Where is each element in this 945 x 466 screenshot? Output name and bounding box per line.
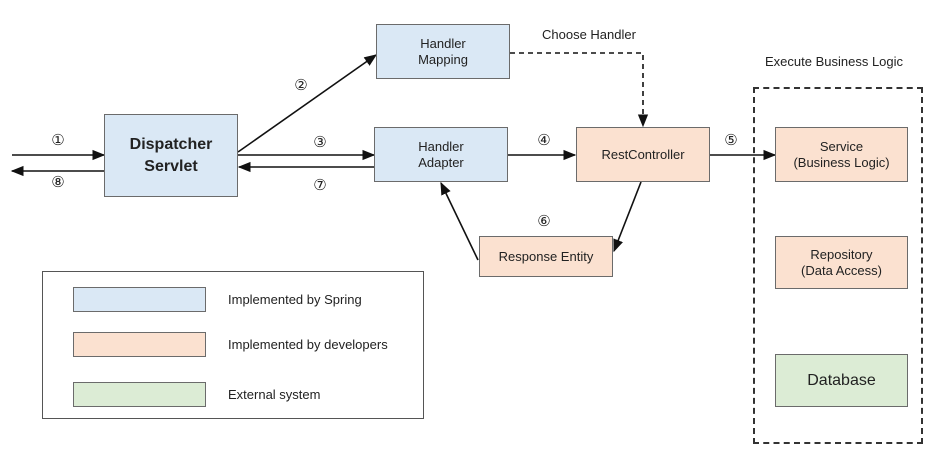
arrow-controller-to-response — [613, 181, 642, 253]
step-number-6: ⑥ — [537, 213, 551, 230]
arrow-step-6 — [440, 181, 479, 261]
arrow-choose-handler — [510, 52, 649, 128]
step-number-8: ⑧ — [51, 174, 65, 191]
legend-label-spring: Implemented by Spring — [228, 292, 362, 307]
service-node: Service (Business Logic) — [775, 127, 908, 182]
arrow-step-2 — [237, 54, 378, 153]
legend-swatch-developers — [73, 332, 206, 357]
step-number-3: ③ — [313, 134, 327, 151]
step-number-7: ⑦ — [313, 177, 327, 194]
step-number-2: ② — [294, 77, 308, 94]
repository-node: Repository (Data Access) — [775, 236, 908, 289]
rest-controller-node: RestController — [576, 127, 710, 182]
business-logic-container — [753, 87, 923, 444]
legend-swatch-external — [73, 382, 206, 407]
dispatcher-servlet-node: Dispatcher Servlet — [104, 114, 238, 197]
step-number-1: ① — [51, 132, 65, 149]
legend-swatch-spring — [73, 287, 206, 312]
handler-adapter-node: Handler Adapter — [374, 127, 508, 182]
choose-handler-label: Choose Handler — [542, 27, 636, 42]
handler-mapping-node: Handler Mapping — [376, 24, 510, 79]
legend-label-external: External system — [228, 387, 321, 402]
step-number-5: ⑤ — [724, 132, 738, 149]
step-number-4: ④ — [537, 132, 551, 149]
database-node: Database — [775, 354, 908, 407]
response-entity-node: Response Entity — [479, 236, 613, 277]
legend-label-developers: Implemented by developers — [228, 337, 388, 352]
legend: Implemented by Spring Implemented by dev… — [42, 271, 424, 419]
execute-business-logic-label: Execute Business Logic — [765, 54, 904, 69]
